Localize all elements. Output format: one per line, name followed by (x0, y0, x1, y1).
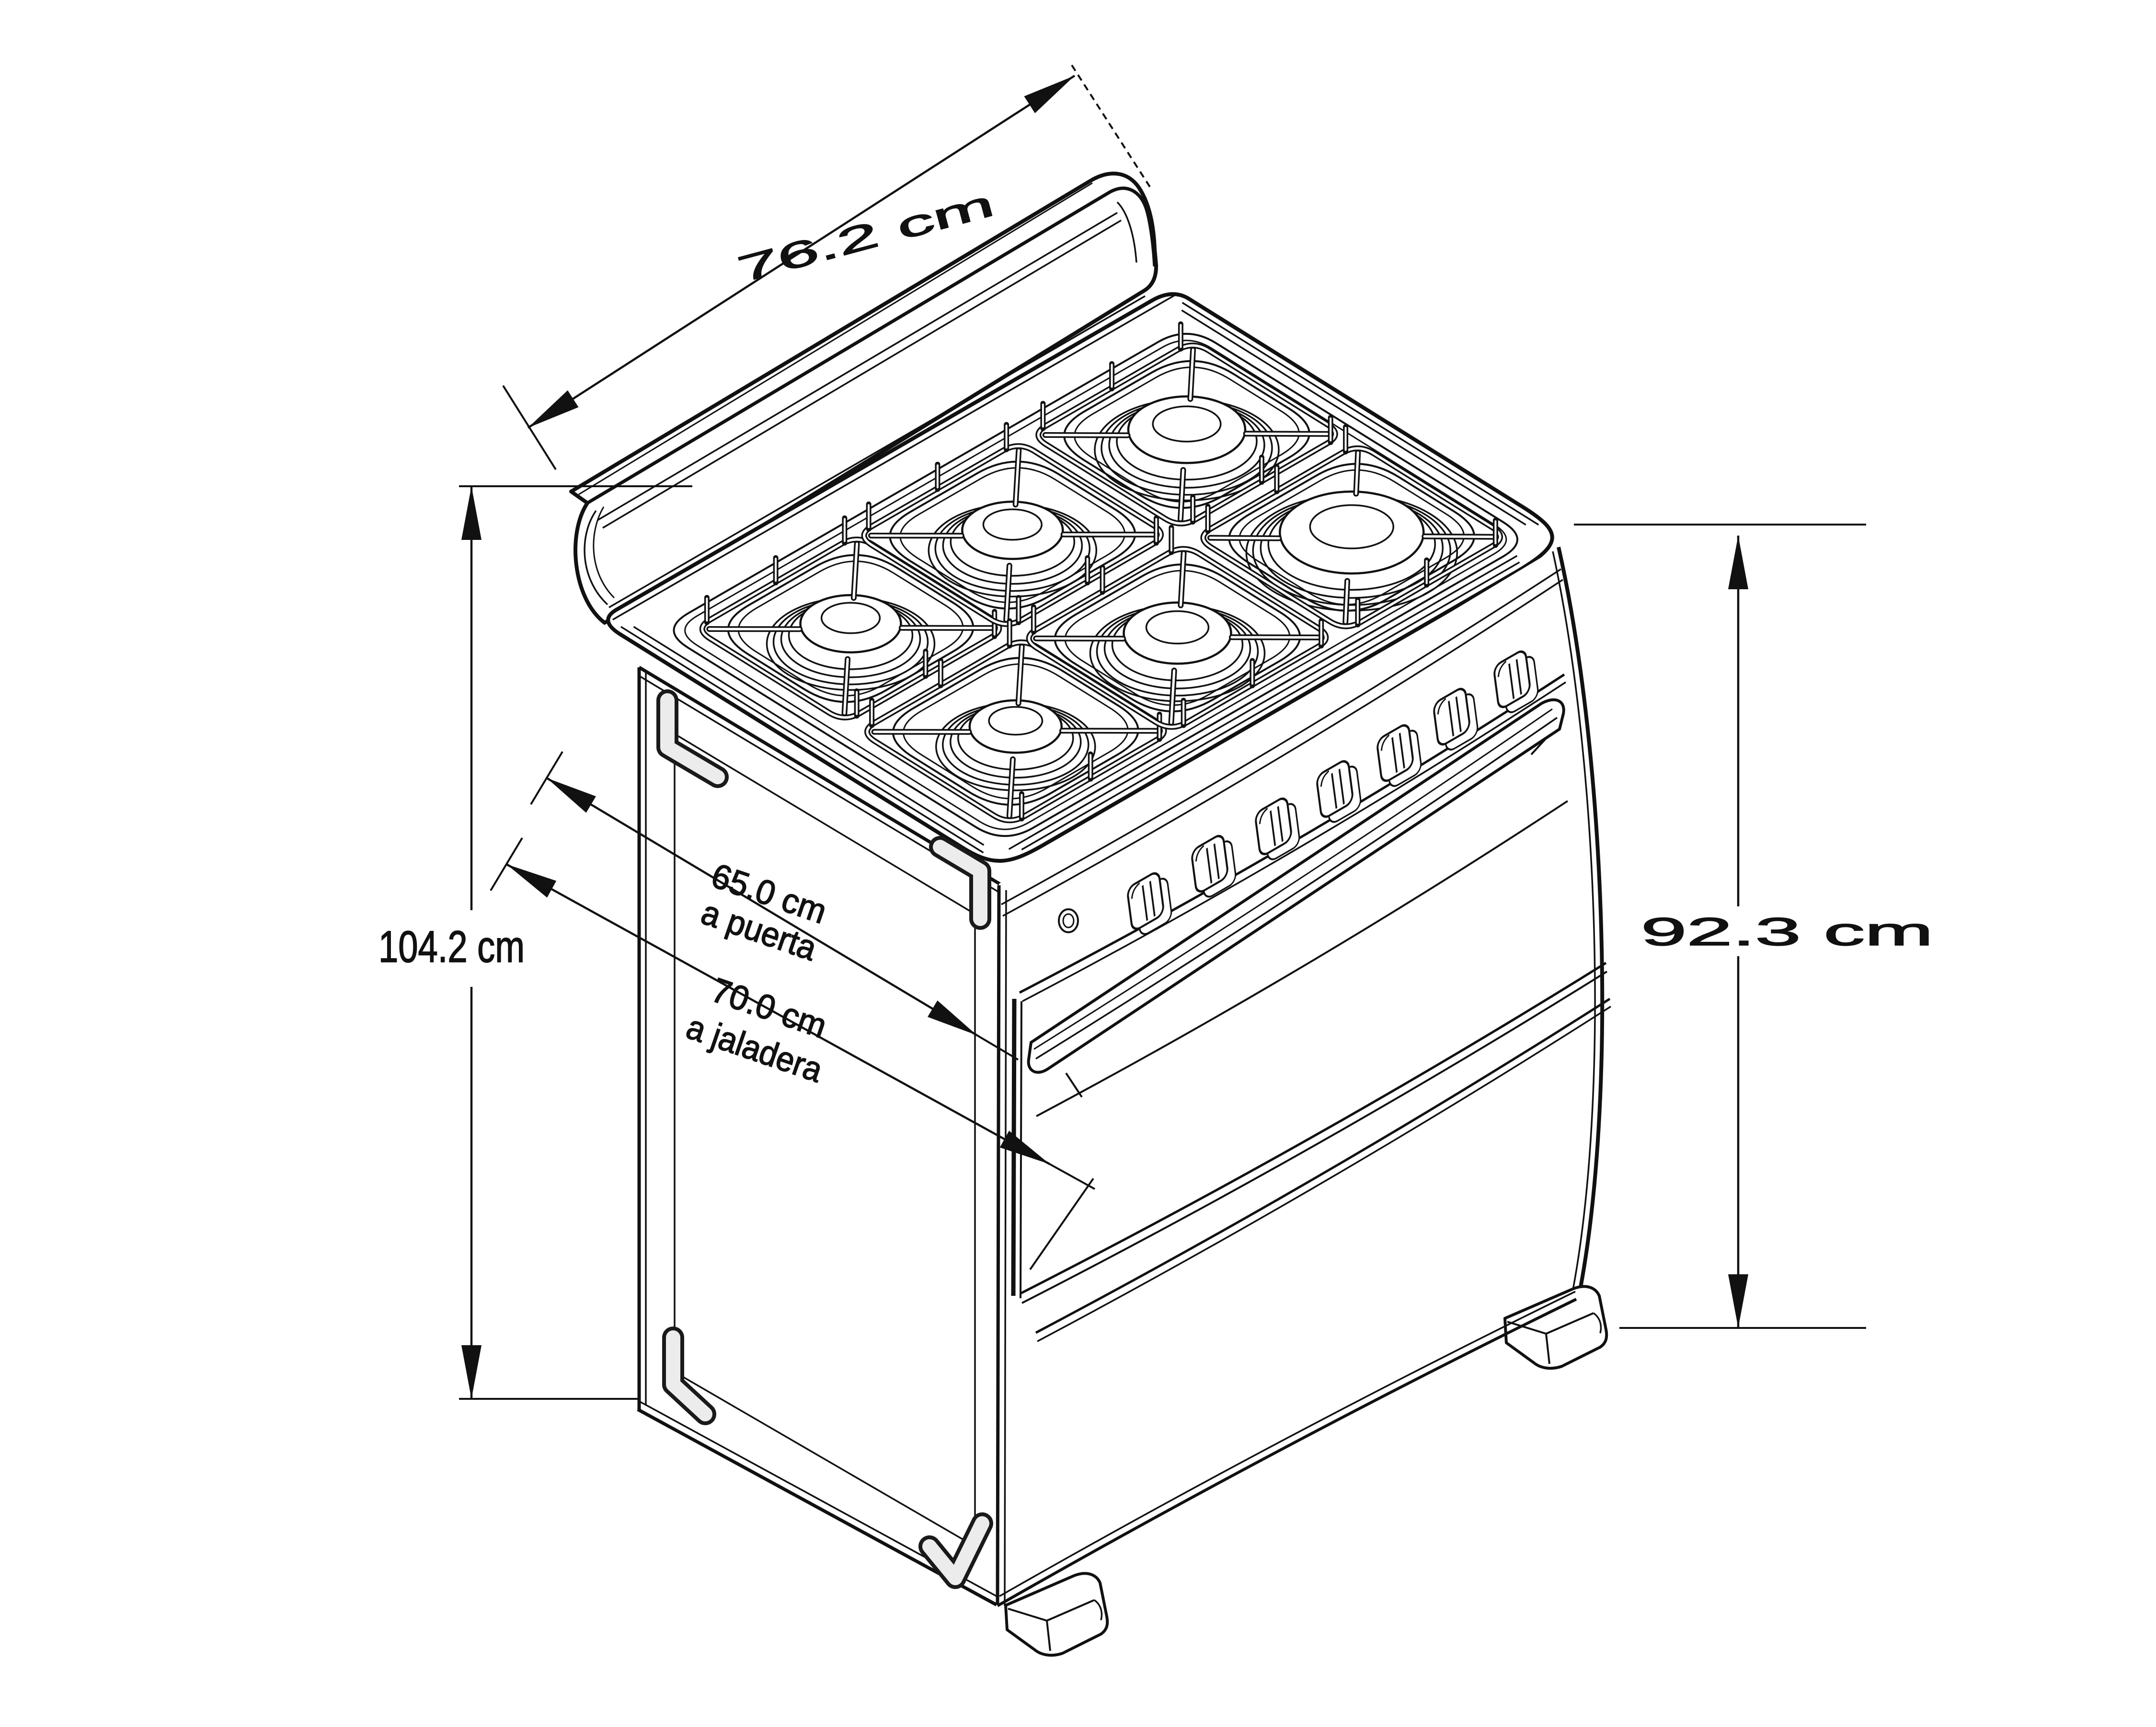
svg-text:92.3 cm: 92.3 cm (1641, 910, 1933, 954)
svg-text:104.2 cm: 104.2 cm (378, 922, 525, 972)
